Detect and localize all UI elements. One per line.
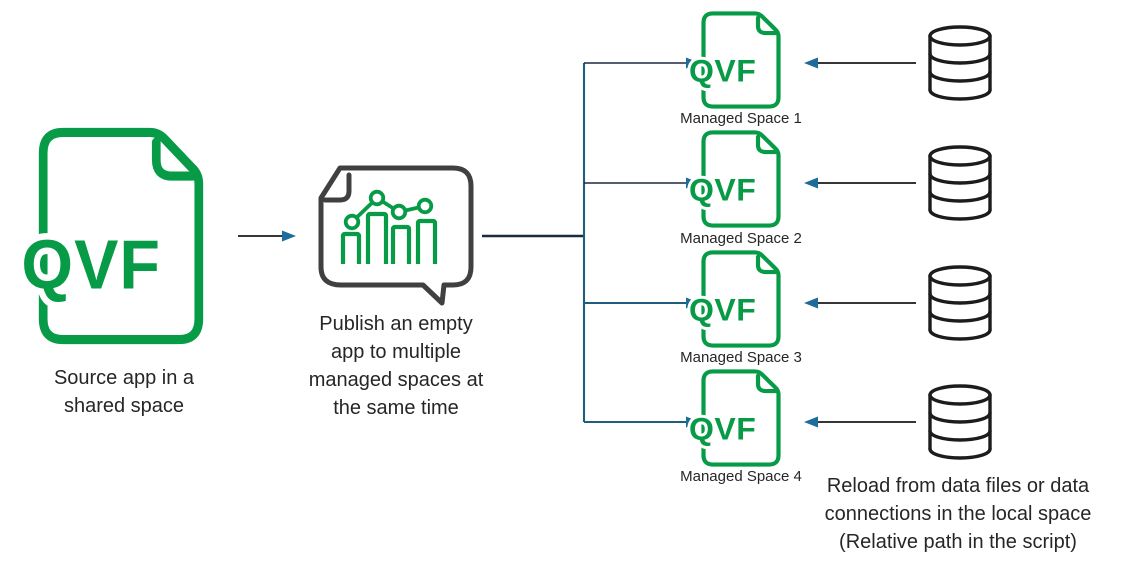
managed-space-1-label: Managed Space 1: [680, 110, 802, 127]
arrow-db-to-qvf-1: [804, 57, 916, 69]
folded-corner-icon: [755, 15, 778, 36]
arrow-source-to-publish: [238, 230, 296, 242]
reload-note-caption: Reload from data files or data connectio…: [824, 475, 1092, 553]
arrow-db-to-qvf-3: [804, 297, 916, 309]
folded-corner-icon: [755, 134, 778, 155]
bar-chart-icon: [340, 189, 438, 264]
qvf-text: QVF: [689, 411, 756, 447]
managed-space-4-label: Managed Space 4: [680, 468, 802, 485]
qvf-text: QVF: [21, 226, 161, 304]
folded-corner-icon: [755, 373, 778, 394]
database-icon-1: [926, 25, 994, 106]
arrow-db-to-qvf-4: [804, 416, 916, 428]
managed-qvf-icon-1: QVF: [686, 11, 781, 114]
database-icon-2: [926, 145, 994, 226]
qvf-text: QVF: [689, 53, 756, 89]
database-icon-4: [926, 384, 994, 465]
qvf-text: QVF: [689, 292, 756, 328]
publish-bubble-icon: [316, 165, 476, 313]
qvf-text: QVF: [689, 172, 756, 208]
managed-qvf-icon-4: QVF: [686, 369, 781, 472]
arrow-to-managed-space-4: [584, 416, 700, 428]
arrow-db-to-qvf-2: [804, 177, 916, 189]
managed-space-3-label: Managed Space 3: [680, 349, 802, 366]
folded-corner-icon: [322, 172, 352, 203]
managed-qvf-icon-2: QVF: [686, 130, 781, 233]
arrow-to-managed-space-3: [584, 297, 700, 309]
folded-corner-icon: [755, 254, 778, 275]
arrow-to-managed-space-2: [584, 177, 700, 189]
source-app-caption: Source app in a shared space: [53, 367, 195, 417]
source-qvf-icon: QVF: [15, 127, 204, 350]
managed-space-2-label: Managed Space 2: [680, 230, 802, 247]
folded-corner-icon: [151, 137, 197, 181]
database-icon-3: [926, 265, 994, 346]
publish-note-caption: Publish an empty app to multiple managed…: [308, 313, 484, 419]
managed-qvf-icon-3: QVF: [686, 250, 781, 353]
arrow-to-managed-space-1: [584, 57, 700, 69]
